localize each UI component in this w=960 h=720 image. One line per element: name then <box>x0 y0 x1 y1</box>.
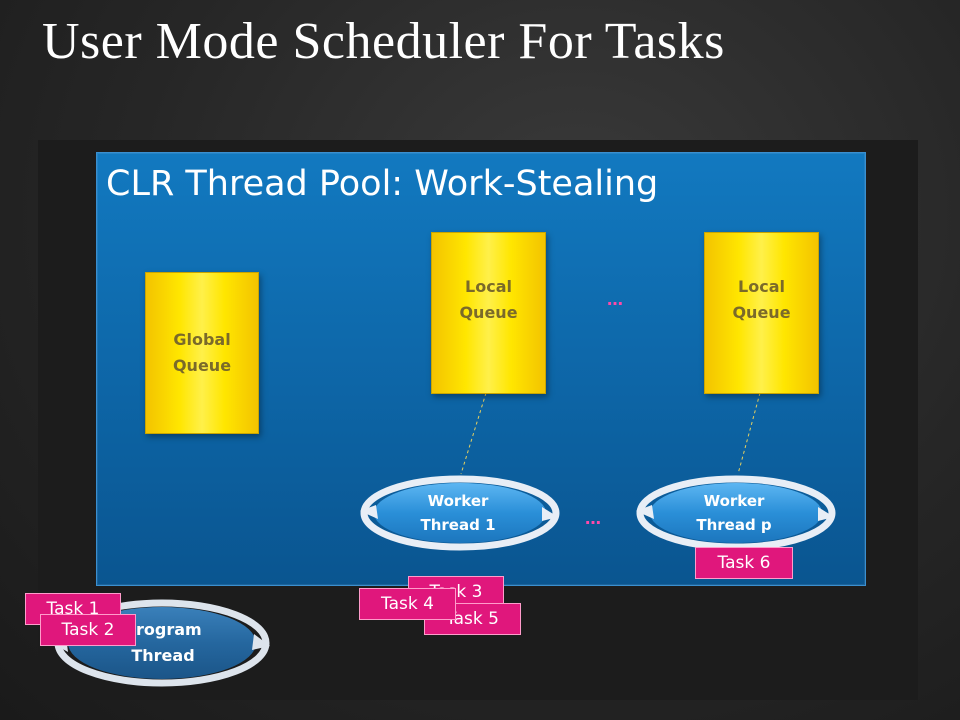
worker-thread-1-shape <box>360 475 560 551</box>
program-thread-label-line1: Program <box>124 620 202 640</box>
connector-local-1-worker-1 <box>460 392 487 475</box>
slide-title: User Mode Scheduler For Tasks <box>42 13 725 70</box>
global-queue-label-line1: Global <box>173 330 231 350</box>
thread-pool-title: CLR Thread Pool: Work-Stealing <box>106 164 659 204</box>
worker-thread-p-shape <box>636 475 836 551</box>
worker-thread-1-arrow-right-icon <box>542 507 558 521</box>
task-4[interactable]: Task 4 <box>359 588 456 620</box>
local-queue-1-label-line1: Local <box>465 277 512 297</box>
worker-thread-p: Worker Thread p <box>632 473 836 553</box>
worker-thread-1-label-line1: Worker <box>427 492 489 510</box>
worker-thread-1: Worker Thread 1 <box>356 473 560 553</box>
program-thread-label-line2: Thread <box>131 646 195 665</box>
local-queue-p-label-line1: Local <box>738 277 785 297</box>
worker-thread-p-arrow-right-icon <box>818 507 834 521</box>
local-queue-1-label-line2: Queue <box>459 303 518 322</box>
local-queue-1: Local Queue <box>431 232 546 394</box>
local-queue-p-label-line2: Queue <box>732 303 791 322</box>
worker-thread-p-label-line1: Worker <box>703 492 765 510</box>
program-thread-arrow-right-icon <box>252 634 270 650</box>
threads-ellipsis: … <box>585 509 601 528</box>
task-6[interactable]: Task 6 <box>695 547 793 579</box>
connector-local-p-worker-p <box>737 392 761 475</box>
global-queue: Global Queue <box>145 272 259 434</box>
local-queue-p: Local Queue <box>704 232 819 394</box>
global-queue-label-line2: Queue <box>172 356 232 375</box>
task-2[interactable]: Task 2 <box>40 614 136 646</box>
worker-thread-p-arrow-left-icon <box>636 505 654 519</box>
worker-thread-1-label-line2: Thread 1 <box>420 516 496 534</box>
worker-thread-1-arrow-left-icon <box>360 505 378 519</box>
worker-thread-p-label-line2: Thread p <box>696 516 772 534</box>
queues-ellipsis: … <box>607 290 623 309</box>
